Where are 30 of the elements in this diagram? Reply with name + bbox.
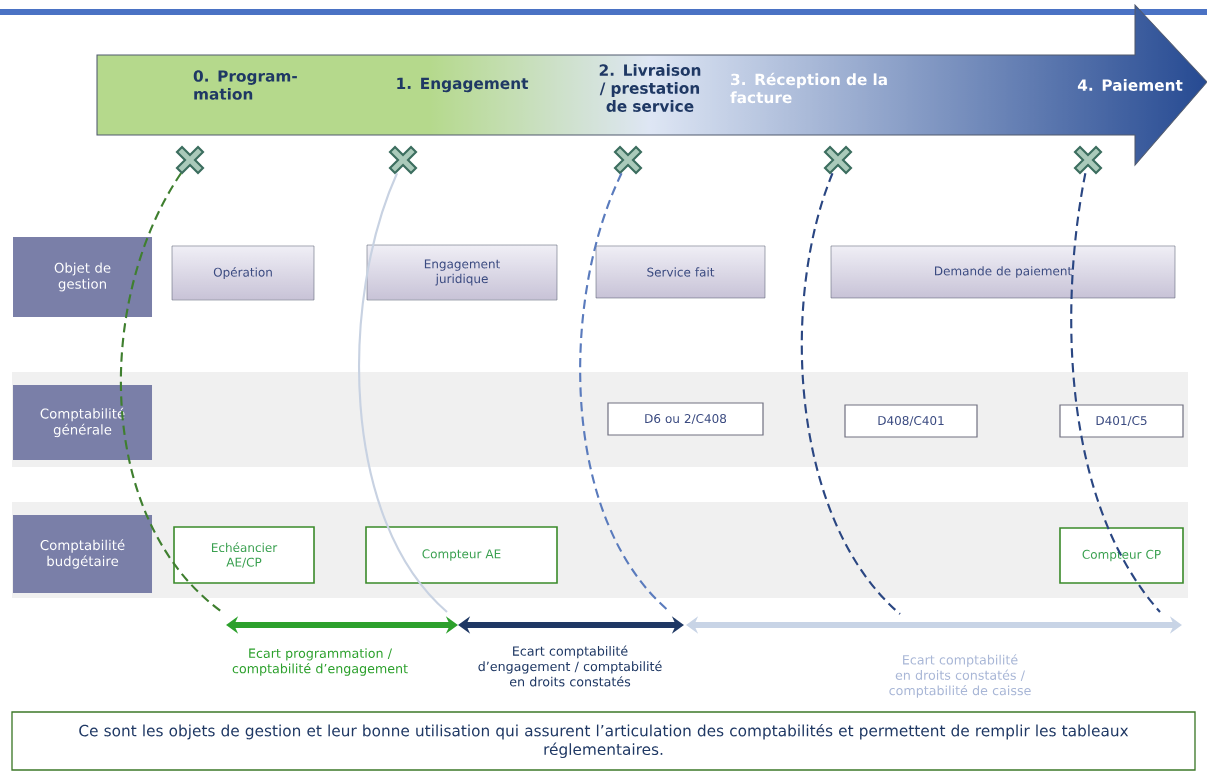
account-box: D401/C5	[1059, 404, 1184, 438]
cross-mark	[1073, 145, 1103, 175]
counter-box: Echéancier AE/CP	[173, 526, 315, 584]
cross-mark	[388, 145, 418, 175]
stage-label: 4. Paiement	[1077, 79, 1183, 91]
arc-line	[1070, 173, 1161, 613]
cross-mark	[613, 145, 643, 175]
row-header: Objet de gestion	[13, 237, 152, 317]
gap-label: Ecart comptabilité en droits constatés / comptabilité de caisse	[889, 654, 1031, 698]
object-box: Service fait	[595, 245, 766, 299]
arc-line	[358, 172, 448, 613]
account-box: D408/C401	[844, 404, 978, 438]
stage-label: 2. Livraison / prestation de service	[599, 64, 701, 112]
cross-mark	[823, 145, 853, 175]
counter-box: Compteur AE	[365, 526, 558, 584]
object-box: Engagement juridique	[366, 244, 558, 301]
stage-label: 0. Program- mation	[193, 70, 297, 100]
arc-line	[801, 172, 901, 615]
row-header: Comptabilité budgétaire	[13, 515, 152, 593]
gap-label: Ecart programmation / comptabilité d’engagement	[232, 648, 408, 676]
object-box: Demande de paiement	[830, 245, 1176, 299]
account-box: D6 ou 2/C408	[607, 402, 764, 436]
cross-mark	[175, 145, 205, 175]
note-box: Ce sont les objets de gestion et leur bonne utilisation qui assurent l’articulation des comptabilités et permettent de remplir les tableaux réglementaires.	[11, 711, 1196, 771]
object-box: Opération	[171, 245, 315, 301]
counter-box: Compteur CP	[1059, 527, 1184, 584]
stage-label: 3. Réception de la facture	[730, 72, 887, 104]
gap-label: Ecart comptabilité d’engagement / comptabilité en droits constatés	[478, 645, 662, 687]
stage-label: 1. Engagement	[397, 77, 529, 93]
arc-line	[120, 172, 223, 613]
